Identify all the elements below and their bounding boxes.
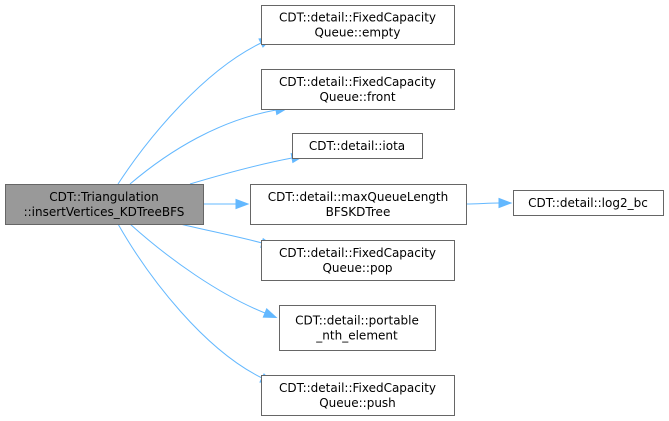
edge-root-to-fcq-front <box>129 104 290 185</box>
edge-line <box>129 223 266 314</box>
edge-line <box>117 42 262 185</box>
node-label-line: BFSKDTree <box>326 205 391 219</box>
node-log2-bc[interactable]: CDT::detail::log2_bc <box>513 190 664 216</box>
edge-root-to-fcq-push <box>117 223 275 384</box>
edge-root-to-fcq-pop <box>179 223 275 248</box>
node-label-line: CDT::detail::log2_bc <box>528 196 648 210</box>
node-box[interactable] <box>250 184 467 225</box>
root-node-root: CDT::Triangulation::insertVertices_KDTre… <box>5 184 204 225</box>
node-label-line: Queue::front <box>319 90 395 104</box>
node-label-line: CDT::Triangulation <box>49 190 158 204</box>
node-box[interactable] <box>261 5 455 45</box>
node-label-line: CDT::detail::portable <box>295 314 419 328</box>
function-nodes: CDT::Triangulation::insertVertices_KDTre… <box>5 5 664 416</box>
edge-line <box>179 223 263 244</box>
edge-root-to-max-queue-length <box>203 198 250 210</box>
node-label-line: ::insertVertices_KDTreeBFS <box>24 205 185 219</box>
node-label-line: CDT::detail::FixedCapacity <box>279 246 436 260</box>
node-box[interactable] <box>513 190 664 216</box>
node-box <box>5 184 204 225</box>
node-box[interactable] <box>261 240 455 281</box>
node-box[interactable] <box>279 305 436 351</box>
edge-root-to-portable-nth-element <box>129 223 278 318</box>
arrowhead-icon <box>262 307 278 318</box>
edge-line <box>129 109 277 185</box>
node-label-line: Queue::empty <box>314 26 400 40</box>
node-box[interactable] <box>261 375 455 416</box>
edge-max-queue-length-to-log2-bc <box>465 197 513 209</box>
edge-line <box>189 157 293 185</box>
edge-line <box>465 202 500 205</box>
node-iota[interactable]: CDT::detail::iota <box>292 133 423 159</box>
node-label-line: Queue::push <box>319 396 396 410</box>
node-label-line: Queue::pop <box>322 261 392 275</box>
node-label-line: CDT::detail::maxQueueLength <box>268 190 449 204</box>
edge-root-to-fcq-empty <box>117 37 274 185</box>
node-box[interactable] <box>261 69 455 110</box>
edge-line <box>117 223 263 379</box>
arrowhead-icon <box>235 198 250 210</box>
node-label-line: CDT::detail::FixedCapacity <box>279 11 436 25</box>
node-label-line: CDT::detail::iota <box>309 139 405 153</box>
node-label-line: CDT::detail::FixedCapacity <box>279 75 436 89</box>
edge-root-to-iota <box>189 152 306 185</box>
arrowhead-icon <box>498 197 513 209</box>
node-label-line: CDT::detail::FixedCapacity <box>279 381 436 395</box>
node-box[interactable] <box>292 133 423 159</box>
node-label-line: _nth_element <box>315 329 398 343</box>
node-portable-nth-element[interactable]: CDT::detail::portable_nth_element <box>279 305 436 351</box>
